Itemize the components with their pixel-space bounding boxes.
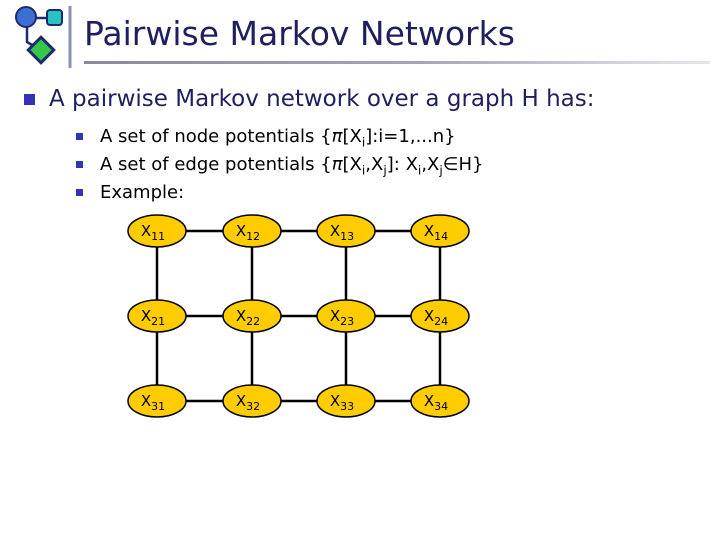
graph-node-X14: X14 <box>410 214 470 248</box>
title-underline <box>84 61 710 64</box>
graph-node-X33: X33 <box>316 384 376 418</box>
graph-node-X12: X12 <box>222 214 282 248</box>
graph-node-X22: X22 <box>222 299 282 333</box>
graph-node-X11: X11 <box>127 214 187 248</box>
sub-bullet-square-icon <box>76 132 83 140</box>
sub-bullet-list: A set of node potentials {π[Xi]:i=1,...n… <box>76 122 483 206</box>
graph-node-label: X23 <box>330 307 354 328</box>
logo-diamond-icon <box>26 35 56 65</box>
graph-node-X13: X13 <box>316 214 376 248</box>
graph-node-X31: X31 <box>127 384 187 418</box>
graph-node-ellipse <box>222 214 282 248</box>
graph-node-X34: X34 <box>410 384 470 418</box>
graph-node-ellipse <box>127 299 187 333</box>
graph-node-ellipse <box>410 384 470 418</box>
logo-square-icon <box>46 9 63 26</box>
graph-node-ellipse <box>316 299 376 333</box>
graph-node-ellipse <box>127 214 187 248</box>
sub-bullet-text: Example: <box>100 181 185 203</box>
sub-bullet: A set of edge potentials {π[Xi,Xj]: Xi,X… <box>76 150 483 178</box>
graph-node-X23: X23 <box>316 299 376 333</box>
graph-node-ellipse <box>410 299 470 333</box>
graph-node-ellipse <box>316 214 376 248</box>
sub-bullet: A set of node potentials {π[Xi]:i=1,...n… <box>76 122 483 150</box>
graph-node-ellipse <box>222 299 282 333</box>
graph-node-label: X14 <box>424 222 448 243</box>
graph-node-label: X13 <box>330 222 354 243</box>
graph-node-label: X24 <box>424 307 448 328</box>
graph-node-label: X12 <box>236 222 260 243</box>
graph-node-label: X11 <box>141 222 165 243</box>
main-bullet-text: A pairwise Markov network over a graph H… <box>49 86 595 112</box>
sub-bullet-square-icon <box>76 188 83 196</box>
slide-title: Pairwise Markov Networks <box>84 14 515 53</box>
sub-bullet-square-icon <box>76 160 83 168</box>
graph-node-ellipse <box>127 384 187 418</box>
graph-node-label: X34 <box>424 392 448 413</box>
bullet-square-icon <box>24 93 35 105</box>
logo-circle-icon <box>15 6 37 28</box>
graph-node-ellipse <box>410 214 470 248</box>
sub-bullet-text: A set of node potentials {π[Xi]:i=1,...n… <box>100 125 456 150</box>
graph-node-X32: X32 <box>222 384 282 418</box>
graph-node-X24: X24 <box>410 299 470 333</box>
graph-node-ellipse <box>316 384 376 418</box>
sub-bullet-text: A set of edge potentials {π[Xi,Xj]: Xi,X… <box>100 153 484 178</box>
main-bullet: A pairwise Markov network over a graph H… <box>24 86 595 112</box>
graph-node-label: X32 <box>236 392 260 413</box>
graph-node-X21: X21 <box>127 299 187 333</box>
graph-node-label: X33 <box>330 392 354 413</box>
graph-node-label: X22 <box>236 307 260 328</box>
sub-bullet: Example: <box>76 178 483 206</box>
graph-node-label: X21 <box>141 307 165 328</box>
slide-logo <box>15 6 72 68</box>
graph-node-ellipse <box>222 384 282 418</box>
graph-node-label: X31 <box>141 392 165 413</box>
